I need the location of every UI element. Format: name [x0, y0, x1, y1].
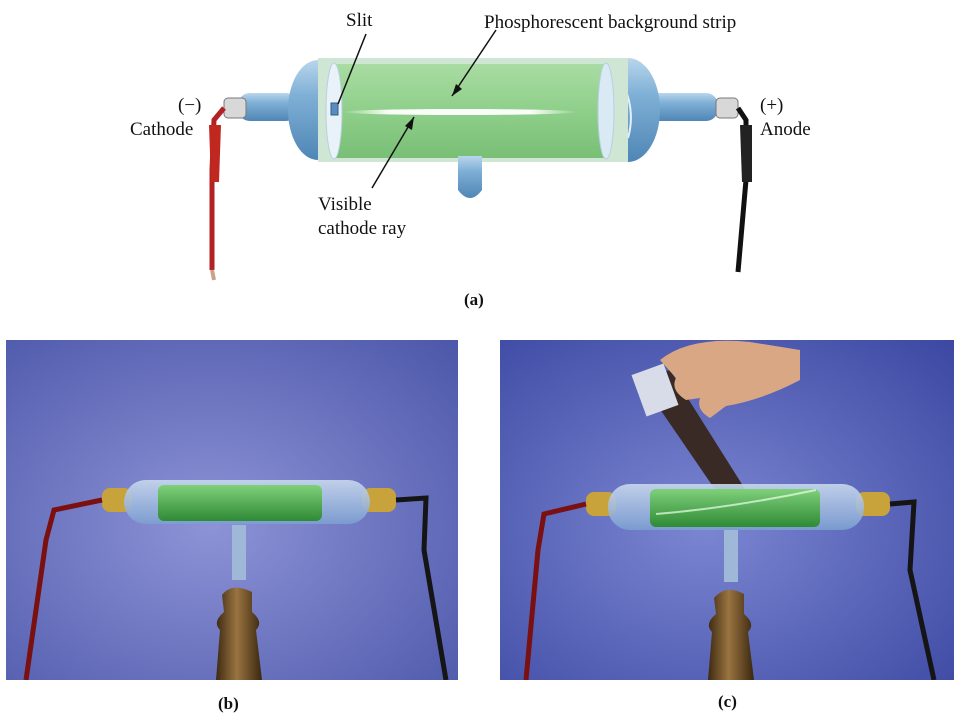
anode-sign-label: (+) — [760, 95, 784, 116]
bottom-port — [458, 156, 482, 198]
caption-a: (a) — [464, 290, 484, 309]
visible-cathode-ray — [342, 109, 578, 115]
caption-c: (c) — [718, 692, 737, 711]
strip-leader-line — [451, 29, 497, 97]
anode-wire — [735, 106, 752, 273]
cathode-ray-tube-diagram — [209, 29, 752, 281]
cathode-ray-label-line1: Visible — [318, 194, 372, 215]
caption-b: (b) — [218, 694, 239, 713]
cathode-ray-label-line2: cathode ray — [318, 218, 407, 239]
cathode-sign-label: (−) — [178, 95, 202, 116]
slit-leader-line — [337, 33, 367, 105]
phosphorescent-strip-label: Phosphorescent background strip — [484, 12, 737, 33]
photo-c — [500, 340, 954, 680]
slit-marker — [330, 102, 339, 116]
slit-label: Slit — [346, 10, 373, 31]
cathode-label: Cathode — [130, 119, 194, 140]
cathode-wire — [209, 106, 226, 281]
ray-leader-line — [371, 116, 415, 189]
hand — [660, 340, 800, 418]
photo-b — [6, 340, 458, 680]
anode-label: Anode — [760, 119, 811, 140]
